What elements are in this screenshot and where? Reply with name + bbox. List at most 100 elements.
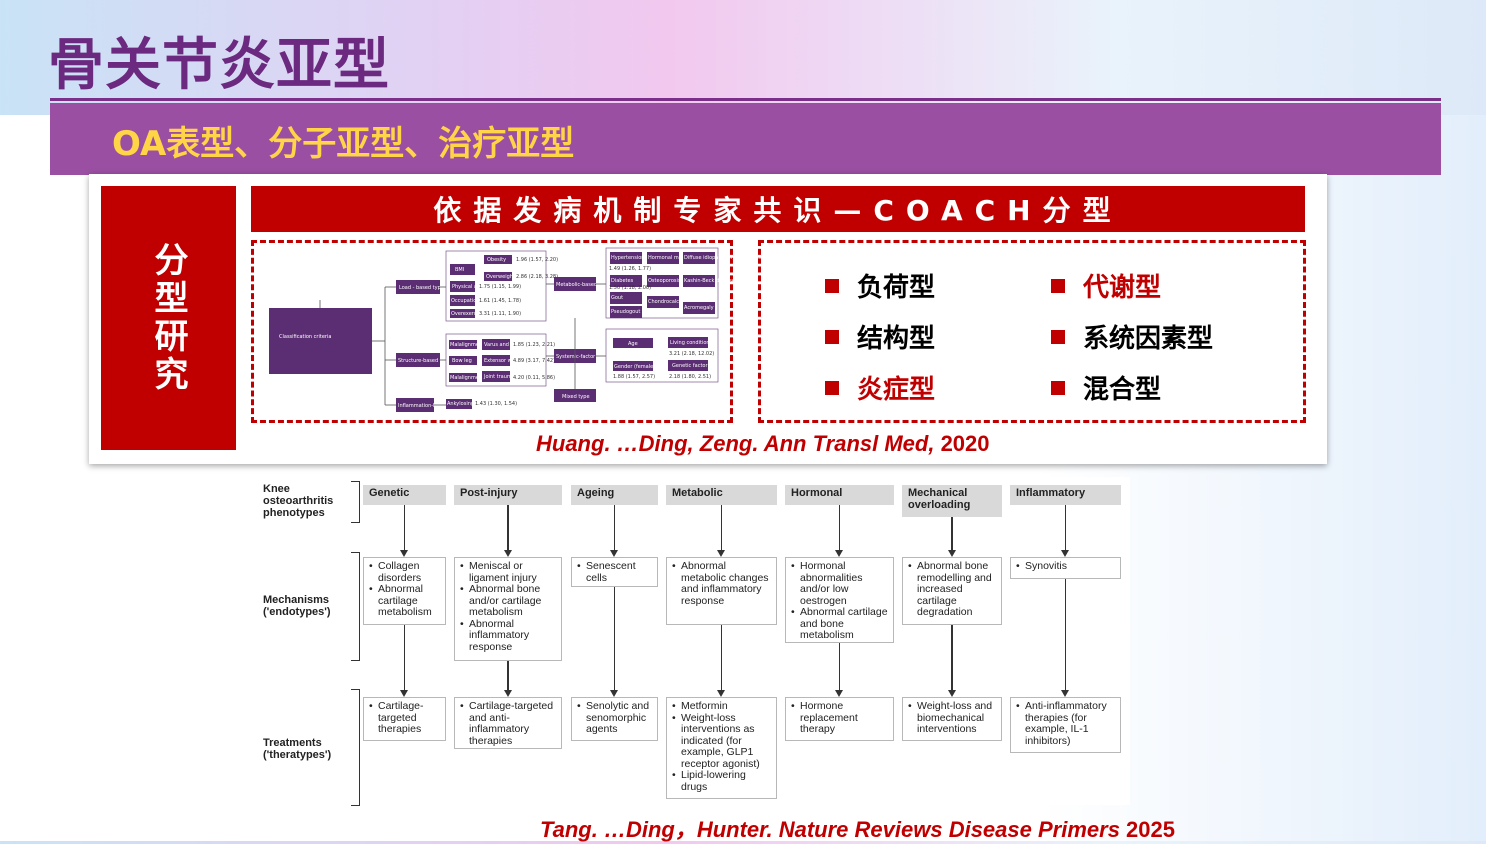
row-bracket [351, 481, 360, 523]
coach-type-item: 系统因素型 [1051, 318, 1213, 355]
mechanism-box: Hormonal abnormalities and/or low oestro… [785, 557, 894, 643]
citation-authors: Tang. …Ding，Hunter. Nature Reviews Disea… [540, 817, 1120, 842]
mechanism-box: Synovitis [1010, 557, 1121, 579]
treatment-box-item: Lipid-lowering drugs [672, 769, 772, 793]
arrow-line [838, 643, 840, 690]
coach-type-item: 负荷型 [825, 267, 935, 304]
coach-type-label: 系统因素型 [1083, 324, 1214, 354]
treatment-box-item: Cartilage-targeted therapies [369, 700, 441, 736]
row-label-phenotypes: Knee osteoarthritis phenotypes [263, 483, 334, 519]
treatment-box: Senolytic and senomorphic agents [571, 697, 658, 741]
arrow-line [951, 625, 953, 690]
coach-type-label: 代谢型 [1083, 273, 1162, 303]
coach-type-label: 负荷型 [857, 273, 936, 303]
row-bracket [351, 689, 360, 806]
bullet-square-icon [825, 329, 839, 344]
column-header: Ageing [571, 485, 658, 505]
treatment-box-item: Hormone replacement therapy [791, 700, 889, 736]
treatment-box-item: Weight-loss and biomechanical interventi… [908, 700, 997, 736]
citation-year: 2020 [934, 431, 990, 456]
mechanism-box-item: Senescent cells [577, 560, 653, 584]
arrow-down-icon [835, 690, 843, 697]
arrow-line [720, 505, 722, 550]
arrow-down-icon [503, 550, 512, 557]
arrow-line [951, 517, 953, 550]
arrow-line [507, 505, 509, 550]
arrow-line [720, 625, 722, 690]
bullet-square-icon [825, 380, 839, 395]
column-header: Post-injury [454, 485, 562, 505]
bullet-square-icon [1051, 329, 1065, 344]
mechanism-box-item: Abnormal inflammatory response [460, 618, 557, 654]
treatment-box-item: Anti-inflammatory therapies (for example… [1016, 700, 1116, 747]
citation-2020: Huang. …Ding, Zeng. Ann Transl Med, 2020 [536, 431, 990, 457]
coach-header: 依据发病机制专家共识—COACH分型 [251, 186, 1305, 232]
arrow-line [507, 661, 509, 690]
arrow-down-icon [717, 690, 725, 697]
arrow-down-icon [1061, 550, 1069, 557]
column-header: Mechanical overloading [902, 485, 1002, 517]
treatment-box-item: Metformin [672, 700, 772, 713]
arrow-down-icon [610, 550, 618, 557]
arrow-down-icon [400, 550, 408, 557]
row-label-treatments: Treatments ('theratypes') [263, 737, 332, 761]
mechanism-box-item: Collagen disorders [369, 560, 441, 584]
arrow-down-icon [1061, 690, 1069, 697]
subtitle: OA表型、分子亚型、治疗亚型 [112, 124, 575, 164]
mechanism-box: Senescent cells [571, 557, 658, 587]
treatment-box: Cartilage-targeted therapies [363, 697, 446, 741]
coach-type-label: 结构型 [857, 324, 936, 354]
coach-type-item: 混合型 [1051, 369, 1161, 406]
treatment-box: Cartilage-targeted and anti-inflammatory… [454, 697, 562, 749]
treatment-box-item: Weight-loss interventions as indicated (… [672, 712, 772, 771]
side-label-text: 分型研究 [148, 242, 188, 394]
column-header: Genetic [363, 485, 446, 505]
arrow-down-icon [503, 690, 512, 697]
arrow-down-icon [835, 550, 843, 557]
treatment-box: MetforminWeight-loss interventions as in… [666, 697, 777, 799]
treatment-box-item: Cartilage-targeted and anti-inflammatory… [460, 700, 557, 747]
arrow-line [403, 625, 405, 690]
mechanism-box: Abnormal metabolic changes and inflammat… [666, 557, 777, 625]
subtitle-bar [50, 103, 1441, 175]
side-label: 分型研究 [101, 186, 236, 450]
classification-tree-box [251, 240, 733, 423]
bullet-square-icon [1051, 278, 1065, 293]
bullet-square-icon [1051, 380, 1065, 395]
coach-type-label: 混合型 [1083, 375, 1162, 405]
coach-type-item: 炎症型 [825, 369, 935, 406]
citation-authors: Huang. …Ding, Zeng. Ann Transl Med, [536, 431, 935, 456]
arrow-line [1064, 579, 1066, 690]
mechanism-box-item: Abnormal cartilage metabolism [369, 583, 441, 619]
mechanism-box-item: Meniscal or ligament injury [460, 560, 557, 584]
arrow-line [838, 505, 840, 550]
page-title: 骨关节炎亚型 [48, 33, 390, 98]
arrow-line [613, 587, 615, 690]
arrow-down-icon [947, 550, 956, 557]
title-divider [50, 98, 1441, 101]
mechanism-box-item: Abnormal bone and/or cartilage metabolis… [460, 583, 557, 619]
treatment-box-item: Senolytic and senomorphic agents [577, 700, 653, 736]
mechanism-box: Abnormal bone remodelling and increased … [902, 557, 1002, 625]
arrow-down-icon [717, 550, 725, 557]
mechanism-box-item: Abnormal metabolic changes and inflammat… [672, 560, 772, 607]
mechanism-box-item: Abnormal cartilage and bone metabolism [791, 606, 889, 642]
row-bracket [351, 552, 360, 661]
coach-type-item: 代谢型 [1051, 267, 1161, 304]
phenotype-figure: Knee osteoarthritis phenotypes Mechanism… [250, 477, 1130, 806]
citation-2025: Tang. …Ding，Hunter. Nature Reviews Disea… [540, 812, 1175, 844]
citation-year: 2025 [1119, 817, 1175, 842]
arrow-line [613, 505, 615, 550]
treatment-box: Anti-inflammatory therapies (for example… [1010, 697, 1121, 753]
column-header: Metabolic [666, 485, 777, 505]
row-label-mechanisms: Mechanisms ('endotypes') [263, 594, 331, 618]
coach-type-item: 结构型 [825, 318, 935, 355]
mechanism-box-item: Hormonal abnormalities and/or low oestro… [791, 560, 889, 607]
arrow-down-icon [947, 690, 956, 697]
mechanism-box-item: Synovitis [1016, 560, 1116, 573]
mechanism-box: Collagen disordersAbnormal cartilage met… [363, 557, 446, 625]
bullet-square-icon [825, 278, 839, 293]
mechanism-box-item: Abnormal bone remodelling and increased … [908, 560, 997, 619]
arrow-line [1064, 505, 1066, 550]
mechanism-box: Meniscal or ligament injuryAbnormal bone… [454, 557, 562, 661]
